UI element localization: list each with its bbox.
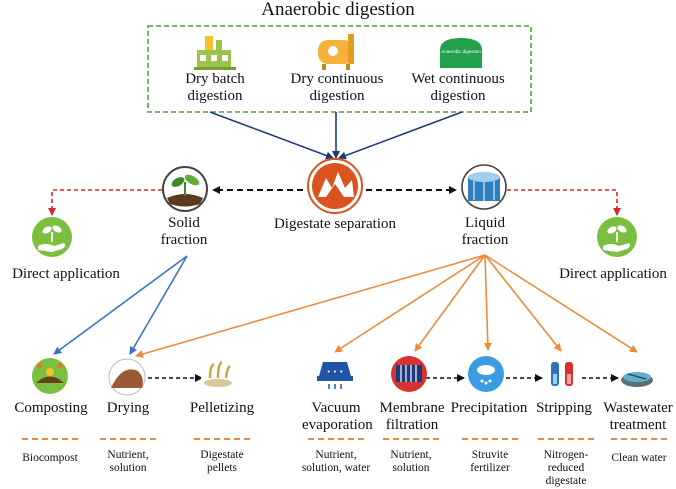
product-drying: Nutrient, solution bbox=[107, 449, 149, 475]
dry-batch-label: Dry batch digestion bbox=[185, 71, 245, 105]
digester-icon: Anaerobic digestion bbox=[440, 38, 482, 68]
product-precipitation: Struvite fertilizer bbox=[470, 449, 510, 475]
process-label-drying: Drying bbox=[106, 400, 150, 416]
tank-icon bbox=[318, 34, 354, 70]
digestate-separation-label: Digestate separation bbox=[273, 216, 397, 232]
separator-membrane bbox=[383, 438, 439, 440]
dry-continuous-label: Dry continuous digestion bbox=[290, 71, 384, 105]
digester-icon-text: Anaerobic digestion bbox=[441, 49, 481, 54]
process-label-composting: Composting bbox=[14, 400, 88, 416]
wastewater-treatment-icon bbox=[619, 358, 655, 394]
membrane-filtration-icon bbox=[391, 356, 427, 392]
process-label-membrane: Membrane filtration bbox=[379, 400, 445, 434]
separator-vacuum bbox=[308, 438, 364, 440]
separator-stripping bbox=[538, 438, 594, 440]
solid-arrows bbox=[53, 255, 188, 355]
process-label-vacuum: Vacuum evaporation bbox=[302, 400, 373, 434]
separator-pelletizing bbox=[194, 438, 250, 440]
factory-icon bbox=[194, 36, 236, 70]
arrow-liquid-direct bbox=[507, 189, 621, 216]
composting-icon bbox=[32, 358, 68, 394]
separator-composting bbox=[22, 438, 78, 440]
wet-continuous-label: Wet continuous digestion bbox=[411, 71, 505, 105]
digestion-types-box bbox=[147, 25, 532, 113]
precipitation-icon bbox=[468, 356, 504, 392]
separator-wastewater bbox=[611, 438, 667, 440]
arrow-liquid-vacuum bbox=[334, 254, 486, 353]
separator-drying bbox=[100, 438, 156, 440]
arrow-liquid-stripping bbox=[484, 254, 562, 352]
arrow-solid-drying bbox=[129, 255, 188, 355]
vacuum-evaporation-icon: • • • bbox=[315, 354, 355, 394]
separator-precipitation bbox=[462, 438, 518, 440]
product-membrane: Nutrient, solution bbox=[390, 449, 432, 475]
product-composting: Biocompost bbox=[22, 452, 78, 464]
process-label-stripping: Stripping bbox=[536, 400, 592, 416]
digestion-arrows bbox=[209, 111, 463, 160]
solid-fraction-label: Solid fraction bbox=[160, 215, 208, 249]
product-vacuum: Nutrient, solution, water bbox=[301, 449, 371, 475]
liquid-fraction-icon bbox=[461, 164, 507, 210]
process-label-wastewater: Wastewater treatment bbox=[603, 400, 673, 434]
arrow-liquid-membrane bbox=[414, 254, 486, 352]
arrow-solid-composting bbox=[53, 255, 188, 355]
digestate-separation-icon bbox=[307, 158, 363, 214]
arrow-dry-batch bbox=[209, 111, 334, 160]
arrow-liquid-precipitation bbox=[483, 254, 492, 351]
direct-application-left-icon bbox=[32, 217, 72, 257]
product-stripping: Nitrogen-reduced digestate bbox=[543, 449, 589, 488]
solid-fraction-icon bbox=[162, 166, 208, 212]
product-wastewater: Clean water bbox=[611, 452, 667, 464]
direct-application-right-icon bbox=[597, 217, 637, 257]
diagram-title: Anaerobic digestion bbox=[261, 0, 415, 20]
drying-icon bbox=[108, 358, 146, 396]
stripping-icon bbox=[544, 358, 580, 394]
process-label-precipitation: Precipitation bbox=[450, 400, 528, 416]
arrow-liquid-wastewater bbox=[484, 254, 638, 353]
liquid-arrows bbox=[135, 254, 638, 358]
arrow-liquid-drying bbox=[135, 254, 486, 358]
direct-application-right-label: Direct application bbox=[559, 266, 667, 282]
svg-text:• • •: • • • bbox=[327, 368, 344, 376]
liquid-fraction-label: Liquid fraction bbox=[461, 215, 509, 249]
pelletizing-icon bbox=[201, 360, 235, 395]
arrow-solid-direct bbox=[48, 189, 162, 216]
arrow-wet-continuous bbox=[338, 111, 463, 160]
product-pelletizing: Digestate pellets bbox=[200, 449, 244, 475]
process-label-pelletizing: Pelletizing bbox=[189, 400, 255, 416]
direct-application-left-label: Direct application bbox=[12, 266, 120, 282]
